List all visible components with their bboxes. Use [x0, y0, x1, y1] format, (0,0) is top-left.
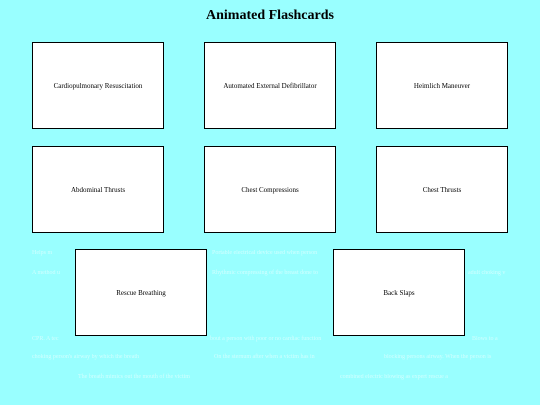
ghost-text: Rhythmic compressing of the breast done … — [212, 270, 318, 276]
ghost-text: adult choking v — [468, 270, 506, 276]
flashcard-label: Automated External Defibrillator — [223, 81, 317, 90]
flashcard-rescue-breathing[interactable]: Rescue Breathing — [75, 249, 207, 336]
flashcard-abdominal-thrusts[interactable]: Abdominal Thrusts — [32, 146, 164, 233]
flashcard-automated-external-defibrillator[interactable]: Automated External Defibrillator — [204, 42, 336, 129]
flashcard-heimlich-maneuver[interactable]: Heimlich Maneuver — [376, 42, 508, 129]
flashcard-label: Heimlich Maneuver — [413, 81, 471, 90]
ghost-text: Helps m — [32, 250, 53, 256]
ghost-text: combined electric blowing as expert resc… — [340, 374, 448, 380]
flashcard-chest-compressions[interactable]: Chest Compressions — [204, 146, 336, 233]
ghost-text: Portable electrical device used when per… — [212, 250, 318, 256]
ghost-text: On the sternum after when a victim has i… — [214, 354, 315, 360]
flashcard-label: Rescue Breathing — [116, 288, 166, 297]
page-title: Animated Flashcards — [206, 8, 334, 23]
flashcard-cardiopulmonary-resuscitation[interactable]: Cardiopulmonary Resuscitation — [32, 42, 164, 129]
ghost-text: CPR. A tec — [32, 336, 59, 342]
flashcard-back-slaps[interactable]: Back Slaps — [333, 249, 465, 336]
flashcard-label: Cardiopulmonary Resuscitation — [53, 81, 143, 90]
ghost-text: choking person's airway by which the bre… — [32, 354, 140, 360]
flashcard-label: Back Slaps — [383, 288, 415, 297]
ghost-text: A method u — [32, 270, 60, 276]
flashcard-label: Chest Thrusts — [422, 185, 462, 194]
flashcard-label: Chest Compressions — [241, 185, 299, 194]
flashcard-label: Abdominal Thrusts — [70, 185, 126, 194]
ghost-text: bout a person with poor or no cardiac fu… — [210, 336, 322, 342]
flashcard-chest-thrusts[interactable]: Chest Thrusts — [376, 146, 508, 233]
ghost-text: The breath mimics out the mouth of the v… — [78, 374, 190, 380]
ghost-text: Blows to a — [472, 336, 498, 342]
ghost-text: blocking persons airway. When the person… — [384, 354, 492, 360]
